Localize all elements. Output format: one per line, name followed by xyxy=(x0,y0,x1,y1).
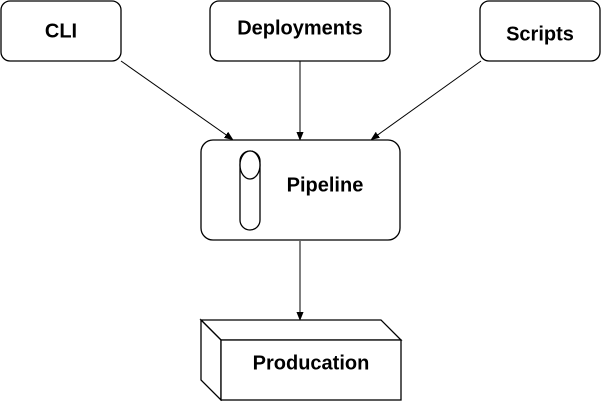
node-production-label: Producation xyxy=(253,352,370,374)
node-scripts-box xyxy=(479,0,601,62)
node-pipeline[interactable]: Pipeline xyxy=(200,139,401,241)
node-pipeline-label: Pipeline xyxy=(287,174,364,196)
edge-scripts-to-pipeline xyxy=(372,60,482,139)
node-production[interactable]: Producation xyxy=(199,318,403,401)
node-scripts-label: Scripts xyxy=(506,23,574,45)
node-scripts[interactable]: Scripts xyxy=(479,0,601,62)
node-cli-box xyxy=(0,0,122,62)
node-production-front-face xyxy=(220,339,402,401)
node-cli-label: CLI xyxy=(45,20,77,42)
node-deployments-box xyxy=(209,0,391,62)
edge-cli-to-pipeline xyxy=(120,60,232,139)
node-deployments-label: Deployments xyxy=(237,17,363,39)
node-deployments[interactable]: Deployments xyxy=(209,0,391,62)
node-production-top-face xyxy=(199,319,403,341)
pipeline-icon-cap xyxy=(239,150,261,180)
node-cli[interactable]: CLI xyxy=(0,0,122,62)
edges xyxy=(120,60,482,319)
